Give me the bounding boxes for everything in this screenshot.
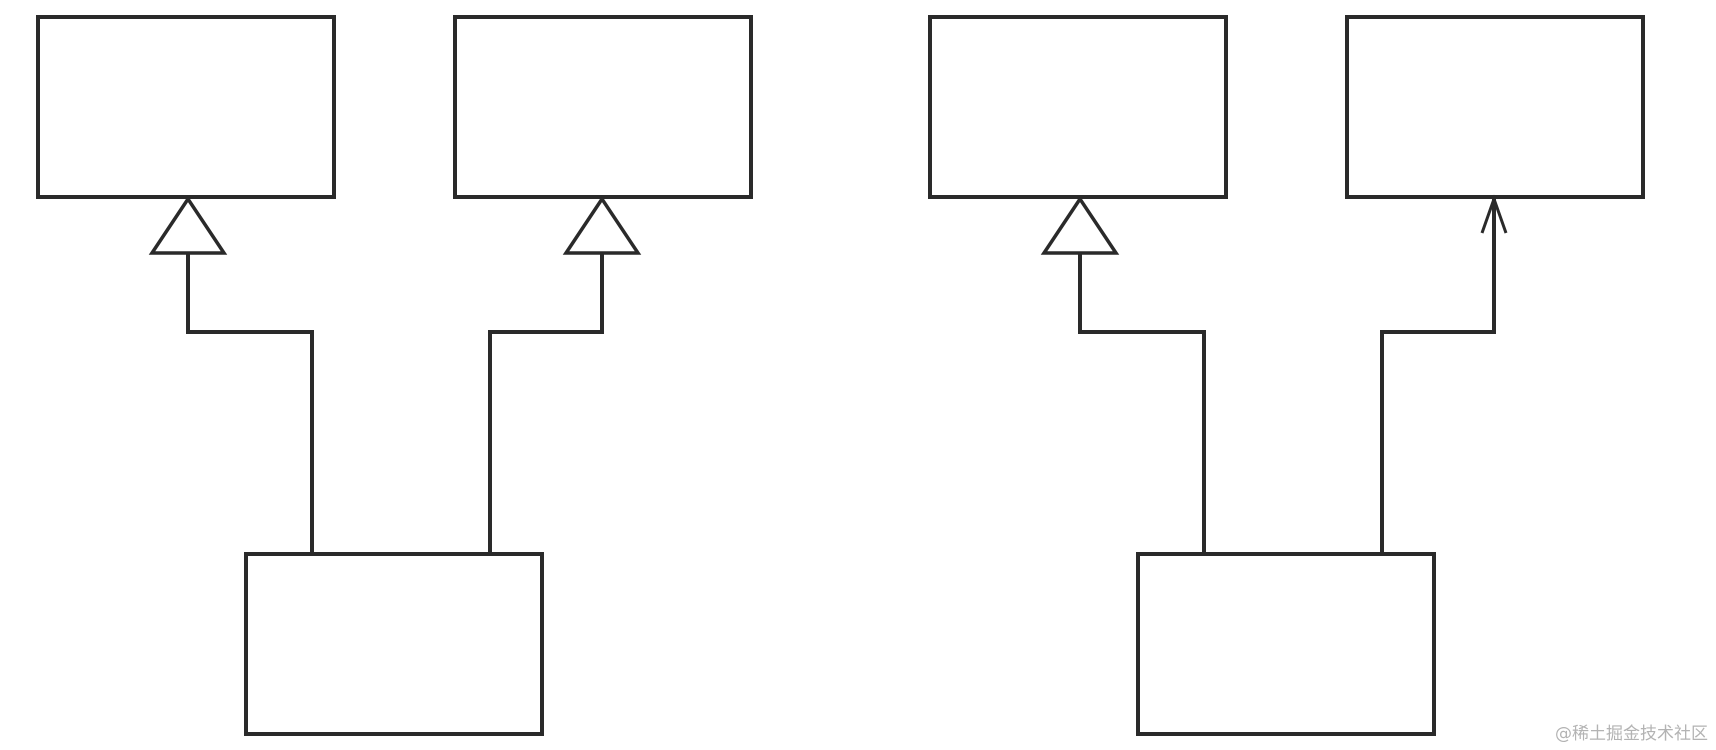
left-parent-box-2 [453, 15, 753, 199]
right-connector-2 [1380, 199, 1496, 554]
left-parent-box-1 [36, 15, 336, 199]
right-diagram [928, 15, 1645, 736]
left-generalization-arrow-2 [562, 195, 642, 255]
right-parent-box-2 [1345, 15, 1645, 199]
right-child-box [1136, 552, 1436, 736]
left-child-box [244, 552, 544, 736]
right-parent-box-1 [928, 15, 1228, 199]
left-connector-1 [186, 253, 314, 554]
right-connector-1 [1078, 253, 1206, 554]
left-connector-2 [488, 253, 604, 554]
left-diagram [36, 15, 753, 736]
watermark: @稀土掘金技术社区 [1555, 724, 1708, 744]
right-generalization-arrow [1040, 195, 1120, 255]
right-association-arrowhead [1480, 194, 1508, 234]
left-generalization-arrow-1 [148, 195, 228, 255]
